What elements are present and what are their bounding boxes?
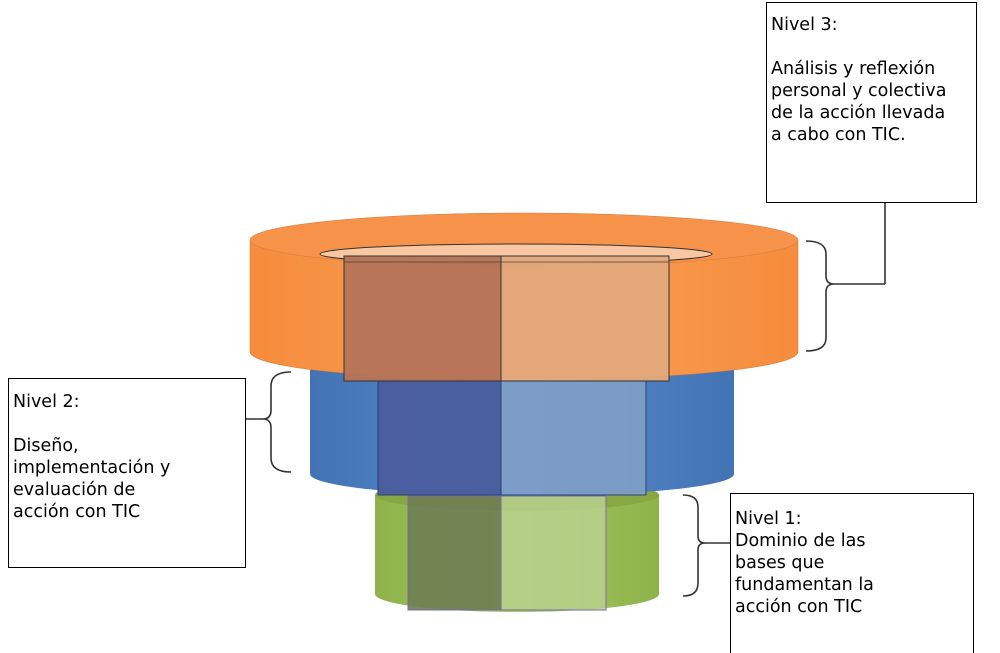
level-3-textbox: Nivel 3: Análisis y reflexión personal y… <box>766 2 977 203</box>
level-1-textbox: Nivel 1: Dominio de las bases que fundam… <box>730 493 974 653</box>
level-3-line-1: Análisis y reflexión <box>771 59 936 79</box>
level-3-line-4: a cabo con TIC. <box>771 125 906 145</box>
level-1-line-3: fundamentan la <box>735 575 874 595</box>
level-1-line-2: bases que <box>735 553 825 573</box>
level-1-heading: Nivel 1: <box>735 509 802 529</box>
level-2-textbox: Nivel 2: Diseño, implementación y evalua… <box>8 378 246 568</box>
level-3-line-3: de la acción llevada <box>771 103 946 123</box>
level-1-line-1: Dominio de las <box>735 531 866 551</box>
level-3-line-2: personal y colectiva <box>771 81 947 101</box>
level-2-heading: Nivel 2: <box>13 392 80 412</box>
level-1-line-4: acción con TIC <box>735 597 863 617</box>
brace-level-2 <box>246 371 292 473</box>
level-3-ring <box>249 212 799 382</box>
brace-level-1 <box>682 494 730 597</box>
level-1-cylinder <box>375 479 659 612</box>
level-2-line-4: acción con TIC <box>13 502 141 522</box>
brace-level-3 <box>805 203 886 352</box>
level-2-line-3: evaluación de <box>13 480 136 500</box>
level-2-line-1: Diseño, <box>13 436 79 456</box>
level-2-line-2: implementación y <box>13 458 171 478</box>
level-3-heading: Nivel 3: <box>771 15 838 35</box>
